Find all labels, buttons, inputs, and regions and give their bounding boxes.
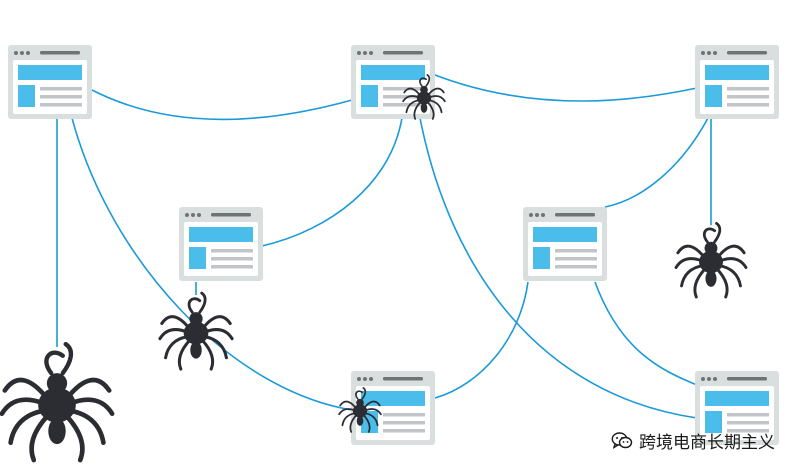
link-line [434,74,698,102]
web-page-icon [695,45,779,119]
spider-icon [402,74,446,120]
link-line [261,117,403,247]
spider-icon [0,341,115,463]
link-line [91,89,353,121]
link-line [71,117,353,411]
spider-icon [158,291,234,371]
web-page-icon [695,371,779,445]
link-lines [71,74,709,419]
spider-icon [674,221,748,299]
link-line [604,117,709,208]
watermark: 跨境电商长期主义 [611,428,775,453]
wechat-icon [611,431,633,451]
link-line [594,281,698,386]
link-line [419,117,698,419]
link-line [434,281,529,399]
watermark-text: 跨境电商长期主义 [639,433,775,453]
spider-icon [338,387,382,433]
web-page-icon [179,207,263,281]
web-page-icon [351,45,435,119]
web-page-icon [523,207,607,281]
web-page-icon [8,45,92,119]
spider-threads [56,118,712,347]
